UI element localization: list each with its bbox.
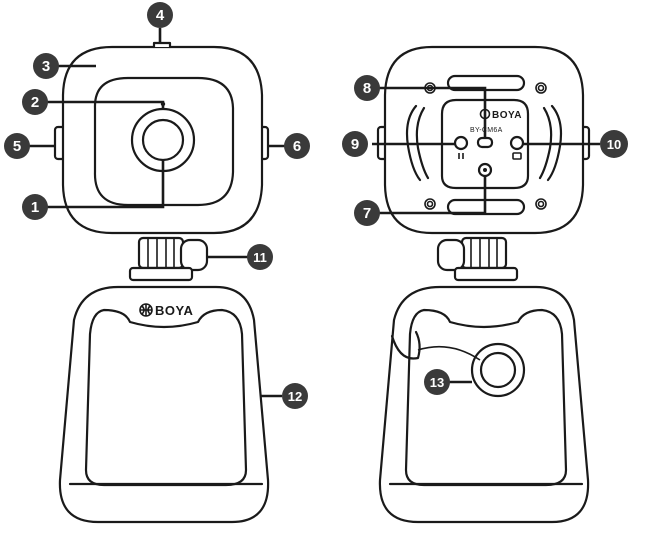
callout-badge-13: 13 [424,369,450,395]
front-logo: BOYA [139,303,193,318]
svg-text:3: 3 [42,58,50,75]
callout-lines [28,28,600,398]
back-logo-text: BOYA [492,110,522,121]
front-mount-knob [179,238,209,272]
svg-text:2: 2 [31,94,39,111]
svg-text:1: 1 [31,199,39,216]
back-mount-bracket [460,236,508,270]
callout-badge-6: 6 [284,133,310,159]
back-center-plate [440,98,530,190]
svg-text:8: 8 [363,80,371,97]
callout-badge-4: 4 [147,2,173,28]
front-base-recess [84,308,248,487]
callout-badge-8: 8 [354,75,380,101]
back-mount-base [453,266,519,282]
mic-icon [458,153,464,159]
back-mount-ridges [470,238,498,268]
camera-icon [512,152,522,160]
svg-text:6: 6 [293,138,301,155]
front-view: BOYA [53,41,270,524]
front-base-stand [58,285,270,524]
callout-badge-5: 5 [4,133,30,159]
svg-text:13: 13 [430,375,444,390]
back-head-body [383,45,585,235]
back-thread-center [483,168,487,172]
front-top-button [152,41,172,49]
callout-badge-2: 2 [22,89,48,115]
back-mount-socket-inner [479,351,517,389]
back-model-text: BY-CM6A [470,127,503,134]
callout-line-7 [372,176,487,215]
callout-badge-7: 7 [354,200,380,226]
svg-text:7: 7 [363,205,371,222]
back-base-stand [378,285,590,524]
front-inner-panel [93,76,235,207]
front-mount-base [128,266,194,282]
front-mount-ridges [147,238,175,268]
svg-text:10: 10 [607,137,621,152]
callout-badge-10: 10 [600,130,628,158]
back-mount-socket-outer [470,342,526,398]
callout-line-1 [35,161,165,209]
callout-line-2 [35,100,165,108]
back-mount-knob [436,238,466,272]
back-view: BOYA BY-CM6A [376,45,591,524]
callout-badge-1: 1 [22,194,48,220]
front-mount-bracket [137,236,185,270]
svg-text:11: 11 [253,250,267,265]
svg-text:4: 4 [156,7,165,24]
front-lens [141,118,185,162]
back-cable-bulge [390,330,421,360]
front-logo-text: BOYA [155,303,193,318]
callout-badge-11: 11 [247,244,273,270]
svg-text:9: 9 [351,136,359,153]
svg-text:5: 5 [13,138,21,155]
front-logo-mark-detail [140,304,152,316]
callout-badge-12: 12 [282,383,308,409]
svg-text:12: 12 [288,389,302,404]
callout-badges: 1 2 3 4 5 6 7 8 [4,2,628,409]
callout-line-8 [372,86,487,138]
front-head-body [61,45,264,235]
callout-badge-3: 3 [33,53,59,79]
back-cable-line [417,345,481,361]
back-base-recess [404,308,568,487]
callout-badge-9: 9 [342,131,368,157]
